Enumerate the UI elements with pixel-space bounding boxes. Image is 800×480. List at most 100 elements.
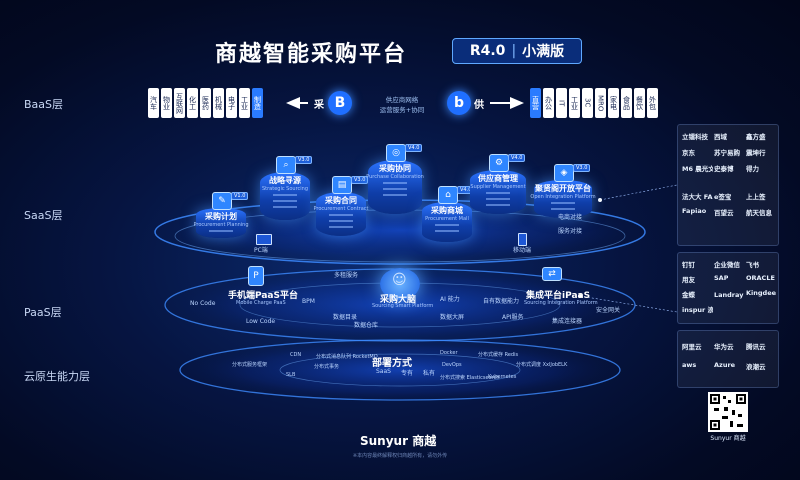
network-line-2: 运营服务+协同 bbox=[379, 106, 425, 114]
erp-logo-7: Landray 蓝凌 bbox=[714, 291, 745, 299]
saas-module-detail-0-0 bbox=[209, 230, 233, 232]
esign-logo-3: Fapiao bbox=[682, 207, 707, 215]
saas-module-6 bbox=[534, 180, 592, 218]
saas-module-version-1: V3.0 bbox=[295, 156, 313, 164]
mobile-device-icon bbox=[518, 233, 527, 246]
saas-module-name-0: 采购计划 bbox=[205, 212, 237, 221]
cloud-tag-9: 分布式调度 XxlJob bbox=[516, 362, 559, 368]
version-number: R4.0 bbox=[469, 43, 506, 59]
paas-mobile-hub-sub: Mobile Charge PaaS bbox=[236, 300, 286, 306]
erp-logo-8: Kingdee bbox=[746, 289, 777, 297]
saas-module-detail-3-0 bbox=[383, 182, 407, 184]
partner-logo-5: 震坤行 bbox=[746, 149, 766, 157]
deploy-options: SaaS 专有 私有 bbox=[376, 368, 435, 377]
hub-ecommerce: 电商对接 bbox=[558, 214, 583, 221]
cloud-tag-3: 分布式消息队列 RocketMQ bbox=[316, 354, 378, 360]
erp-logo-4: SAP bbox=[714, 274, 729, 282]
saas-module-sub-3: Purchase Collaboration bbox=[366, 174, 424, 180]
saas-module-name-3: 采购协同 bbox=[379, 164, 411, 173]
buyer-industry-5: 机械 bbox=[213, 88, 224, 118]
saas-module-3 bbox=[368, 160, 422, 214]
saas-module-detail-2-2 bbox=[329, 226, 353, 228]
paas-tag-5: 数据仓库 bbox=[354, 322, 379, 329]
paas-tag-9: API服务 bbox=[502, 314, 524, 321]
cloud-vendor-0: 阿里云 bbox=[682, 343, 702, 351]
paas-tag-2: BPM bbox=[302, 298, 315, 305]
saas-module-sub-1: Strategic Sourcing bbox=[261, 186, 309, 192]
page-title: 商越智能采购平台 bbox=[215, 42, 408, 67]
hub-service: 服务对接 bbox=[558, 228, 583, 235]
saas-module-detail-4-1 bbox=[435, 230, 459, 232]
saas-module-detail-1-1 bbox=[273, 200, 297, 202]
cloud-vendor-1: 华为云 bbox=[714, 343, 734, 351]
search-icon: ⌕ bbox=[276, 156, 296, 174]
qr-pattern bbox=[710, 394, 746, 430]
saas-module-version-0: V1.0 bbox=[231, 192, 249, 200]
saas-module-sub-5: Supplier Management bbox=[470, 184, 526, 190]
cloud-ring bbox=[179, 339, 621, 401]
saas-module-sub-0: Procurement Planning bbox=[193, 222, 249, 228]
qr-caption: Sunyur 商越 bbox=[710, 435, 746, 442]
saas-module-name-6: 聚贤阁开放平台 bbox=[535, 184, 591, 193]
buyer-industry-list: 汽车物业互联网化工医药机械电子工业制造 bbox=[148, 88, 263, 118]
esign-logo-2: 上上签 bbox=[746, 193, 766, 201]
cloud-tag-7: 分布式搜索 Elasticsearch bbox=[440, 375, 500, 381]
collab-icon: ◎ bbox=[386, 144, 406, 162]
paas-tag-0: No Code bbox=[190, 300, 216, 307]
mall-icon: ⌂ bbox=[438, 186, 458, 204]
saas-module-detail-2-0 bbox=[329, 214, 353, 216]
buyer-industry-2: 互联网 bbox=[174, 88, 185, 118]
erp-logo-5: ORACLE bbox=[746, 274, 775, 282]
partner-logo-3: 京东 bbox=[682, 149, 695, 157]
layer-label-paas: PaaS层 bbox=[24, 306, 62, 319]
saas-module-detail-5-0 bbox=[486, 192, 510, 194]
cloud-tag-11: ELK bbox=[558, 362, 568, 368]
cloud-tag-6: DevOps bbox=[442, 362, 462, 368]
cloud-vendor-4: Azure bbox=[714, 361, 736, 369]
gear-icon: ⚙ bbox=[489, 154, 509, 172]
paas-tag-8: 自有数据能力 bbox=[483, 298, 520, 305]
saas-module-sub-2: Procurement Contract bbox=[313, 206, 369, 212]
paas-tag-11: 安全网关 bbox=[596, 307, 621, 314]
ipaas-hub: 集成平台iPaaS bbox=[526, 291, 591, 301]
paas-tag-3: 数据目录 bbox=[333, 314, 358, 321]
supplier-category-5: MRO bbox=[595, 88, 606, 118]
supplier-category-9: 外包 bbox=[647, 88, 658, 118]
saas-module-name-2: 采购合同 bbox=[325, 196, 357, 205]
paas-tag-1: Low Code bbox=[246, 318, 276, 325]
saas-module-name-4: 采购商城 bbox=[431, 206, 463, 215]
erp-logo-9: inspur 浪潮 bbox=[682, 306, 713, 314]
supplier-category-4: 3C bbox=[582, 88, 593, 118]
footer-note: ※本内容最终解释权归商越所有，请勿外传 bbox=[352, 453, 448, 459]
partner-logo-8: 得力 bbox=[746, 165, 759, 173]
supplier-category-2: IT bbox=[556, 88, 567, 118]
saas-module-detail-5-1 bbox=[486, 198, 510, 200]
partner-logo-0: 立镭科技 bbox=[682, 133, 708, 141]
buyer-industry-1: 物业 bbox=[161, 88, 172, 118]
cloud-vendor-3: aws bbox=[682, 361, 697, 369]
contract-icon: ▤ bbox=[332, 176, 352, 194]
saas-module-version-3: V4.0 bbox=[405, 144, 423, 152]
buyer-industry-0: 汽车 bbox=[148, 88, 159, 118]
saas-module-version-5: V4.0 bbox=[508, 154, 526, 162]
brain-icon: ☺ bbox=[392, 272, 407, 288]
esign-logo-1: e签宝 bbox=[714, 193, 732, 201]
cloud-tag-5: Docker bbox=[440, 350, 458, 356]
seller-circle: b bbox=[447, 91, 471, 115]
buyer-label: 采 bbox=[314, 100, 324, 111]
layer-label-baas: BaaS层 bbox=[24, 98, 64, 111]
cloud-tag-8: 分布式缓存 Redis bbox=[478, 352, 519, 358]
saas-module-1 bbox=[260, 172, 310, 220]
version-badge: R4.0 | 小满版 bbox=[452, 38, 582, 64]
network-line-1: 供应商网络 bbox=[385, 96, 419, 104]
pc-device-icon bbox=[256, 234, 272, 245]
saas-module-detail-3-2 bbox=[383, 194, 407, 196]
paas-mobile-hub: 手机端PaaS平台 bbox=[228, 291, 298, 301]
saas-module-detail-4-0 bbox=[435, 224, 459, 226]
erp-logo-1: 企业微信 bbox=[714, 261, 740, 269]
